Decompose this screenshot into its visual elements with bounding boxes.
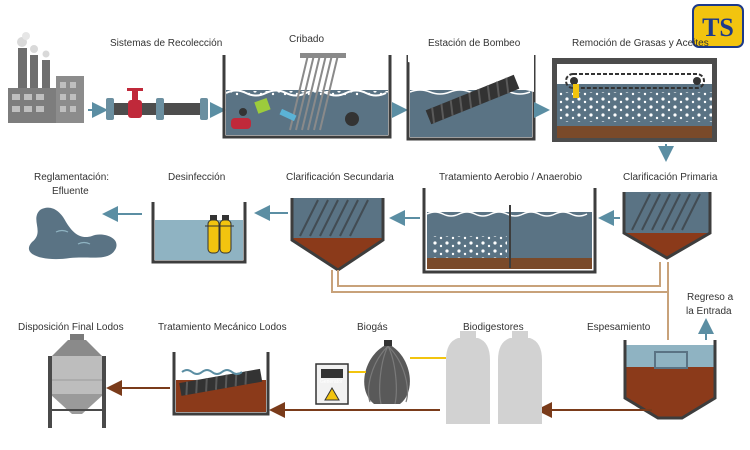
generator-box [315, 363, 349, 405]
label-espesamiento: Espesamiento [587, 322, 651, 333]
label-mecanico: Tratamiento Mecánico Lodos [158, 322, 287, 333]
silo-icon [48, 334, 106, 428]
aerobic-tank [422, 188, 597, 274]
pump-station-tank [406, 55, 536, 141]
disinfection-tank [151, 202, 247, 264]
factory-icon [8, 32, 84, 123]
secondary-clarifier [290, 198, 385, 272]
label-efluente-line1: Reglamentación: [34, 172, 110, 183]
label-regreso-line2: la Entrada [686, 306, 732, 317]
generator-label: Generator [320, 379, 343, 385]
label-recoleccion: Sistemas de Recolección [110, 38, 223, 49]
label-desinfeccion: Desinfección [168, 172, 226, 183]
svg-text:TS: TS [702, 13, 734, 42]
label-efluente-line2: Efluente [52, 186, 89, 197]
biodigester-tanks [446, 331, 542, 424]
label-grasas: Remoción de Grasas y Aceites [572, 38, 709, 49]
grease-removal-tank [552, 58, 717, 142]
sludge-return-lines [331, 262, 669, 340]
thickener [623, 340, 717, 420]
label-disposicion: Disposición Final Lodos [18, 322, 124, 333]
screening-tank [222, 53, 392, 139]
biogas-balloon [364, 340, 410, 405]
effluent-puddle [28, 207, 117, 260]
primary-clarifier [622, 192, 712, 260]
label-biogas: Biogás [357, 322, 388, 333]
label-regreso-line1: Regreso a [687, 292, 734, 303]
label-secundaria: Clarificación Secundaria [286, 172, 394, 183]
pipe-icon [106, 88, 208, 120]
label-biodigestores: Biodigestores [463, 322, 524, 333]
label-primaria: Clarificación Primaria [623, 172, 718, 183]
company-logo: TS [692, 4, 744, 48]
label-aerobio: Tratamiento Aerobio / Anaerobio [439, 172, 583, 183]
mechanical-sludge-tank [172, 352, 270, 416]
label-cribado: Cribado [289, 34, 325, 45]
label-bombeo: Estación de Bombeo [428, 38, 521, 49]
